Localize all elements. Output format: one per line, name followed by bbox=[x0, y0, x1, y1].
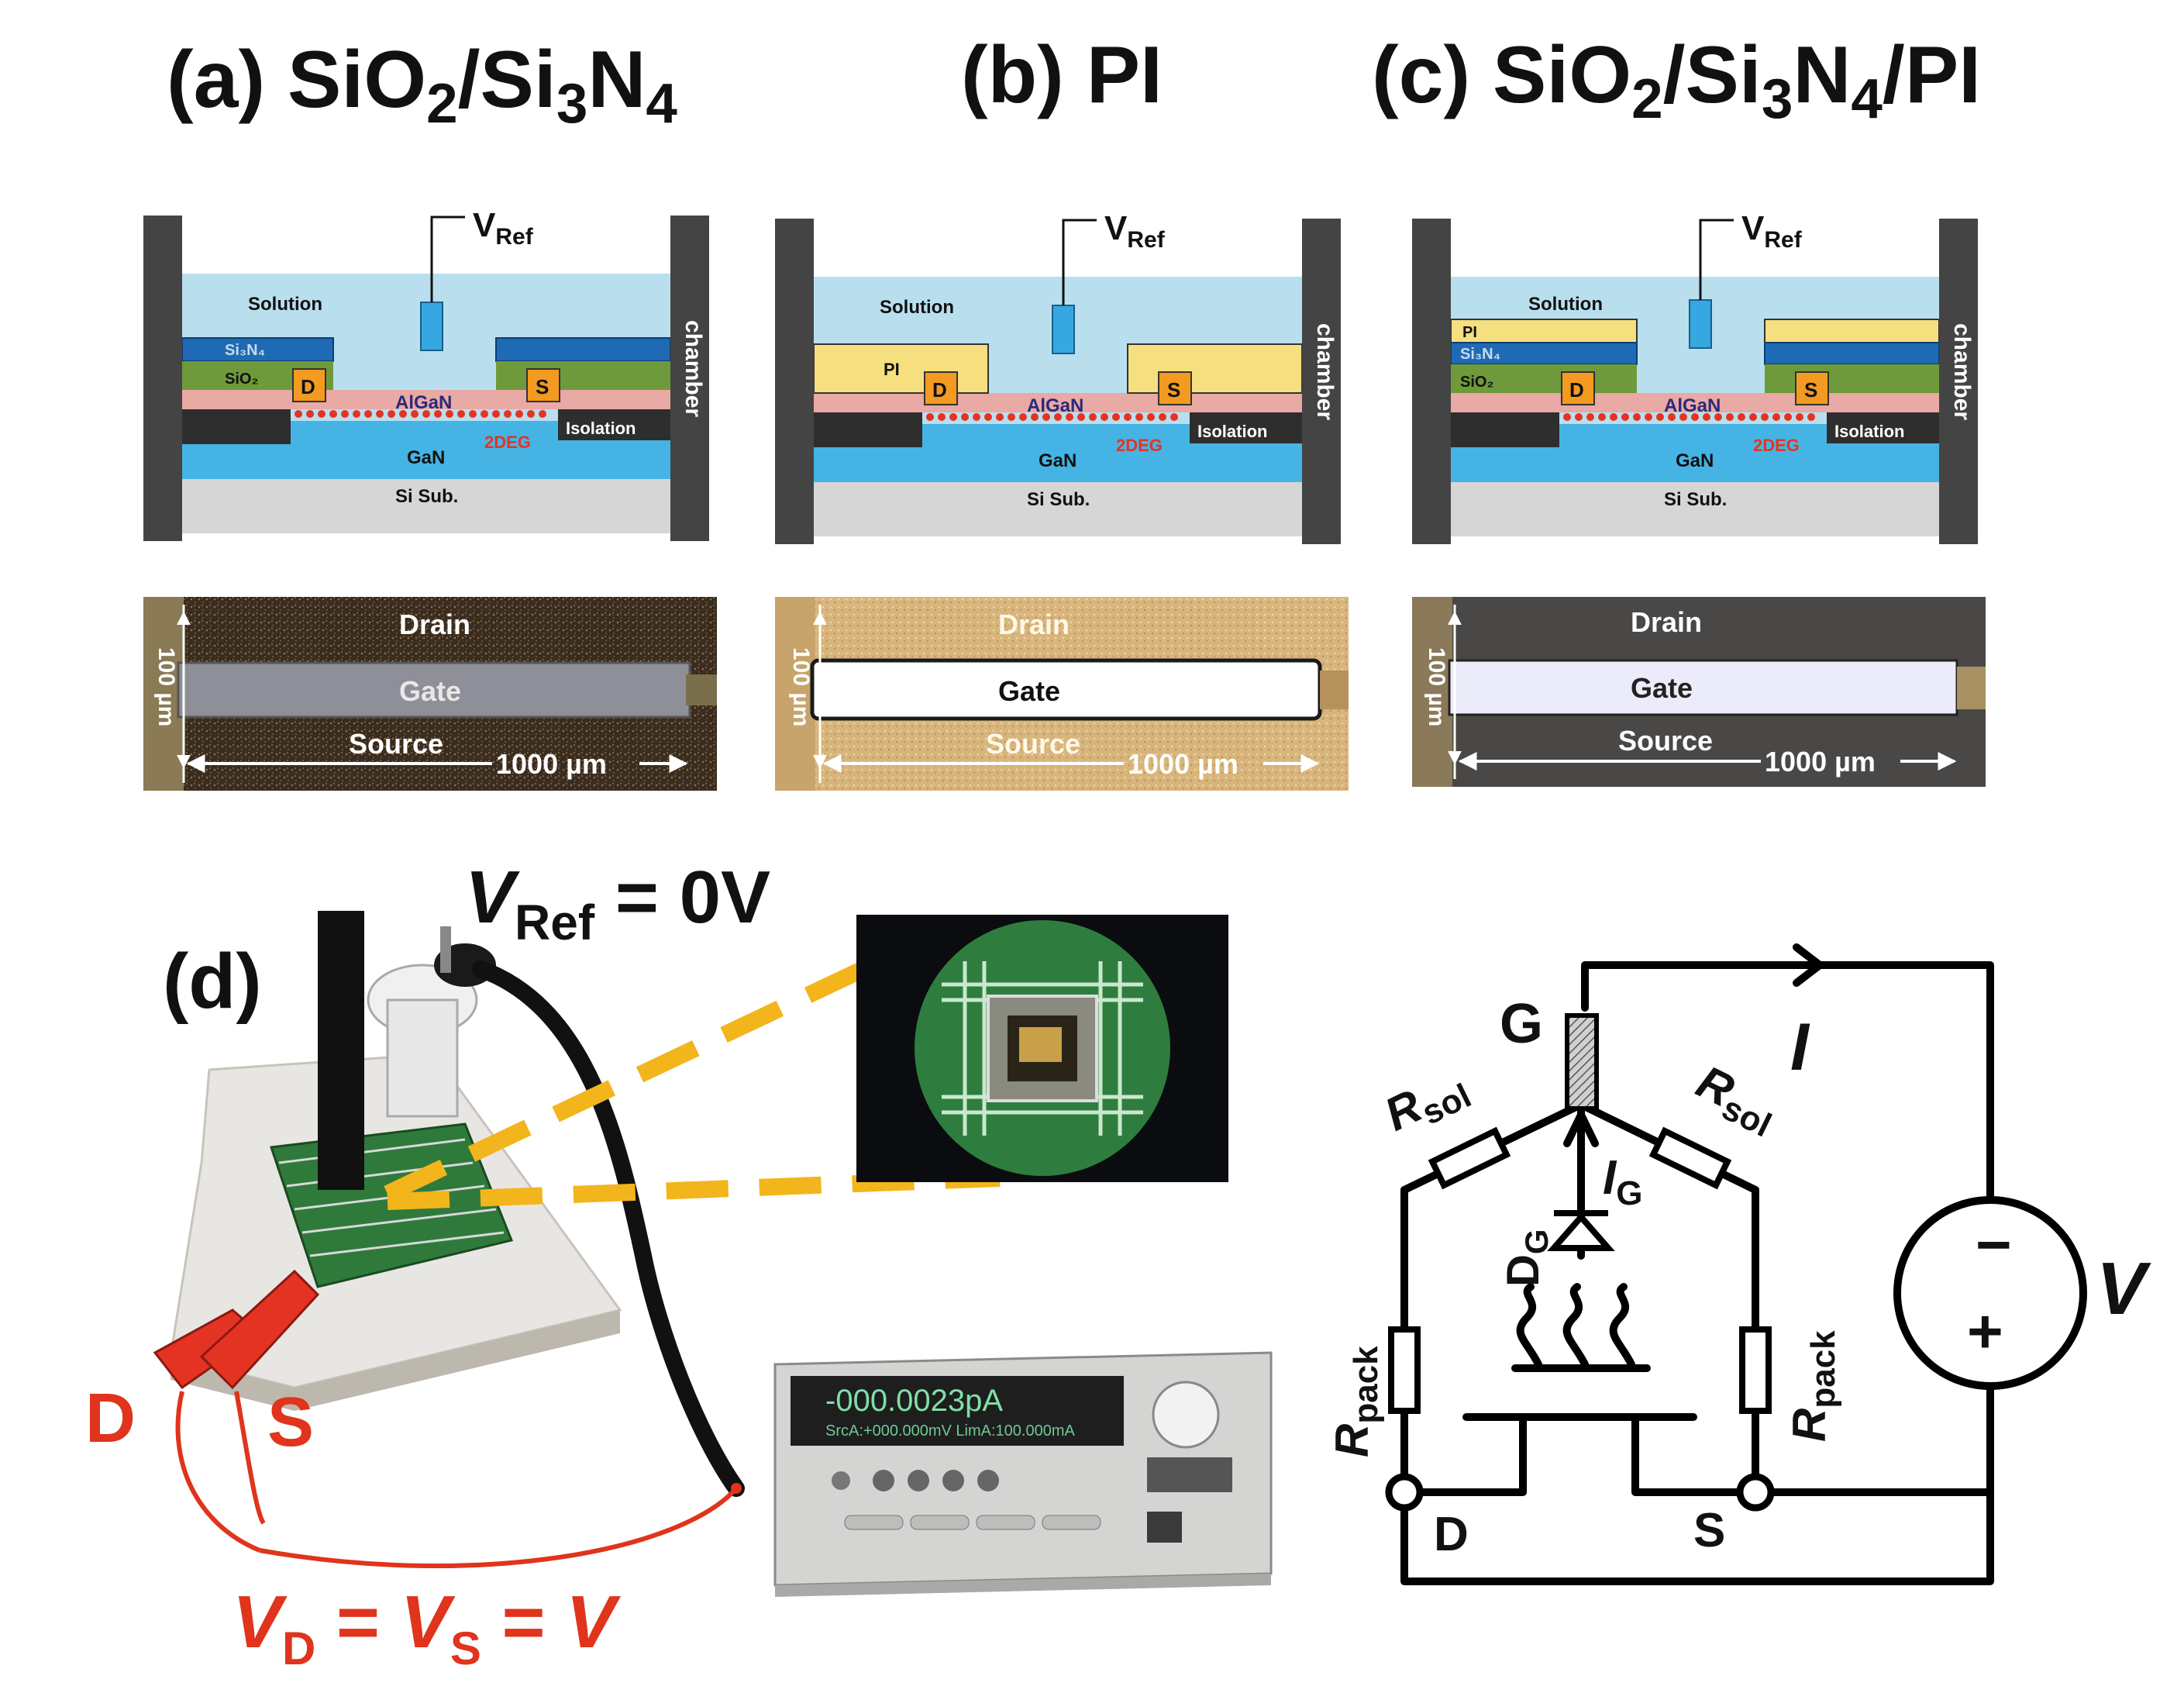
micrograph-a: Drain Gate Source 100 µm 1000 µm bbox=[143, 597, 717, 791]
chip-inset-photo bbox=[856, 915, 1228, 1182]
svg-text:Si Sub.: Si Sub. bbox=[1027, 489, 1090, 510]
svg-text:chamber: chamber bbox=[1949, 323, 1975, 420]
svg-text:VRef: VRef bbox=[1104, 209, 1166, 253]
svg-text:GaN: GaN bbox=[1676, 450, 1714, 471]
circuit-s-label: S bbox=[1693, 1504, 1725, 1557]
svg-text:D: D bbox=[932, 378, 947, 402]
svg-text:Gate: Gate bbox=[1631, 672, 1693, 704]
red-wires bbox=[175, 1391, 739, 1569]
svg-text:100 µm: 100 µm bbox=[153, 647, 179, 726]
rsol-left-resistor bbox=[1428, 1126, 1511, 1190]
svg-text:GaN: GaN bbox=[1039, 450, 1076, 471]
svg-text:Isolation: Isolation bbox=[1834, 422, 1904, 441]
gate-label: G bbox=[1500, 993, 1543, 1055]
svg-text:S: S bbox=[536, 375, 549, 398]
cross-section-c: VRef Solution PI Si₃N₄ SiO₂ D S AlGaN Is… bbox=[1412, 209, 1978, 544]
svg-text:Si Sub.: Si Sub. bbox=[1664, 489, 1727, 510]
svg-text:AlGaN: AlGaN bbox=[1027, 395, 1083, 416]
minus-sign: − bbox=[1976, 1210, 2012, 1279]
svg-text:VRef: VRef bbox=[473, 206, 534, 250]
svg-text:PI: PI bbox=[884, 360, 900, 379]
svg-text:Drain: Drain bbox=[399, 609, 470, 640]
panel-d-label: (d) bbox=[163, 938, 262, 1025]
svg-text:chamber: chamber bbox=[680, 320, 706, 417]
svg-text:Si Sub.: Si Sub. bbox=[395, 486, 458, 507]
vref-zero-label: VRef = 0V bbox=[465, 856, 770, 950]
svg-text:100 µm: 100 µm bbox=[788, 647, 814, 726]
svg-text:Si₃N₄: Si₃N₄ bbox=[225, 342, 265, 359]
voltage-source-symbol bbox=[1893, 1196, 2087, 1390]
svg-text:Solution: Solution bbox=[248, 294, 322, 315]
rsol-right-label: Rsol bbox=[1686, 1055, 1786, 1144]
svg-text:2DEG: 2DEG bbox=[484, 433, 531, 452]
svg-text:Drain: Drain bbox=[998, 609, 1070, 640]
svg-text:Si₃N₄: Si₃N₄ bbox=[1460, 346, 1500, 363]
ig-label: IG bbox=[1603, 1151, 1642, 1212]
svg-text:Drain: Drain bbox=[1631, 606, 1702, 638]
svg-text:Source: Source bbox=[986, 728, 1080, 760]
svg-text:AlGaN: AlGaN bbox=[1664, 395, 1721, 416]
circuit-d-label: D bbox=[1434, 1508, 1469, 1561]
svg-text:2DEG: 2DEG bbox=[1116, 436, 1163, 455]
svg-text:Gate: Gate bbox=[399, 675, 461, 707]
svg-text:Solution: Solution bbox=[880, 297, 954, 318]
svg-text:Isolation: Isolation bbox=[566, 419, 636, 438]
rpack-left-label: Rpack bbox=[1326, 1346, 1385, 1457]
svg-text:D: D bbox=[1569, 378, 1584, 402]
svg-text:SiO₂: SiO₂ bbox=[1460, 374, 1493, 391]
d-terminal-label: D bbox=[85, 1380, 136, 1457]
s-terminal-label: S bbox=[267, 1384, 314, 1461]
svg-text:Isolation: Isolation bbox=[1197, 422, 1267, 441]
svg-text:VRef: VRef bbox=[1741, 209, 1803, 253]
svg-text:-000.0023pA: -000.0023pA bbox=[825, 1384, 1003, 1418]
svg-text:Source: Source bbox=[349, 728, 443, 760]
gate-pad bbox=[1565, 1013, 1599, 1111]
setup-photo bbox=[153, 911, 1001, 1497]
svg-text:S: S bbox=[1167, 378, 1180, 402]
vd-vs-v-equation: VD = VS = V bbox=[233, 1581, 621, 1674]
rpack-left-resistor bbox=[1388, 1326, 1421, 1414]
svg-text:PI: PI bbox=[1462, 324, 1477, 341]
svg-text:AlGaN: AlGaN bbox=[395, 392, 452, 413]
svg-text:Gate: Gate bbox=[998, 675, 1060, 707]
micrograph-c: Drain Gate Source 100 µm 1000 µm bbox=[1412, 597, 1986, 787]
svg-text:2DEG: 2DEG bbox=[1753, 436, 1800, 455]
rpack-right-resistor bbox=[1739, 1326, 1772, 1414]
cross-section-a: VRef Solution Si₃N₄ SiO₂ D S AlGaN Isola… bbox=[143, 206, 709, 541]
circuit-v-label: V bbox=[2096, 1247, 2151, 1330]
source-node bbox=[1736, 1473, 1775, 1512]
rpack-right-label: Rpack bbox=[1783, 1330, 1842, 1442]
svg-text:SrcA:+000.000mV LimA:100.000mA: SrcA:+000.000mV LimA:100.000mA bbox=[825, 1422, 1076, 1440]
title-c: (c) SiO2/Si3N4/PI bbox=[1372, 30, 1981, 130]
svg-text:1000 µm: 1000 µm bbox=[1765, 746, 1876, 778]
rsol-left-label: Rsol bbox=[1376, 1058, 1476, 1147]
current-label: I bbox=[1790, 1010, 1810, 1084]
cross-section-b: VRef Solution PI D S AlGaN Isolation 2DE… bbox=[775, 209, 1341, 544]
title-b: (b) PI bbox=[961, 30, 1163, 120]
svg-text:100 µm: 100 µm bbox=[1424, 647, 1449, 726]
svg-text:GaN: GaN bbox=[407, 447, 445, 468]
plus-sign: + bbox=[1967, 1297, 2003, 1366]
svg-text:Solution: Solution bbox=[1528, 294, 1603, 315]
svg-text:1000 µm: 1000 µm bbox=[1128, 748, 1238, 780]
dg-label: DG bbox=[1498, 1229, 1555, 1287]
drain-node bbox=[1385, 1473, 1424, 1512]
svg-text:chamber: chamber bbox=[1312, 323, 1338, 420]
diode-dg-symbol bbox=[1547, 1212, 1615, 1251]
svg-text:Source: Source bbox=[1618, 725, 1713, 757]
svg-text:S: S bbox=[1804, 378, 1817, 402]
source-meter: -000.0023pA SrcA:+000.000mV LimA:100.000… bbox=[773, 1351, 1273, 1597]
svg-text:D: D bbox=[301, 375, 315, 398]
svg-text:SiO₂: SiO₂ bbox=[225, 371, 258, 388]
rsol-right-resistor bbox=[1648, 1126, 1732, 1190]
title-a: (a) SiO2/Si3N4 bbox=[167, 35, 677, 135]
micrograph-b: Drain Gate Source 100 µm 1000 µm bbox=[775, 597, 1349, 791]
svg-text:1000 µm: 1000 µm bbox=[496, 748, 607, 780]
